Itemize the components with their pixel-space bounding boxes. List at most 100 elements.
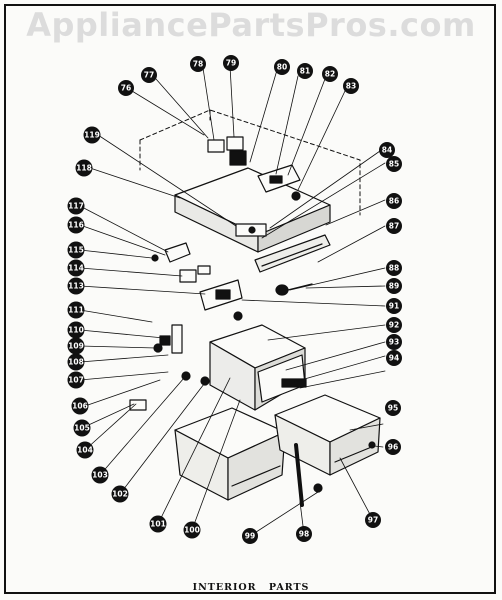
callout-83: 83 bbox=[343, 78, 359, 94]
svg-text:89: 89 bbox=[389, 282, 399, 291]
callout-106: 106 bbox=[71, 397, 89, 415]
svg-text:86: 86 bbox=[389, 197, 399, 206]
svg-text:100: 100 bbox=[184, 526, 200, 535]
svg-text:92: 92 bbox=[389, 321, 399, 330]
callout-115: 115 bbox=[67, 241, 85, 259]
svg-text:91: 91 bbox=[389, 302, 399, 311]
callout-79: 79 bbox=[223, 55, 239, 71]
svg-text:103: 103 bbox=[92, 471, 108, 480]
caption-word-parts: PARTS bbox=[268, 582, 310, 593]
svg-text:77: 77 bbox=[144, 71, 154, 80]
callout-118: 118 bbox=[75, 159, 93, 177]
svg-text:79: 79 bbox=[226, 59, 236, 68]
callout-107: 107 bbox=[67, 371, 85, 389]
callout-111: 111 bbox=[67, 301, 85, 319]
callout-100: 100 bbox=[183, 521, 201, 539]
caption-word-interior: INTERIOR bbox=[192, 582, 257, 593]
svg-text:76: 76 bbox=[121, 84, 131, 93]
svg-text:99: 99 bbox=[245, 532, 255, 541]
svg-text:110: 110 bbox=[68, 326, 84, 335]
right-crisper-pan-part bbox=[274, 394, 381, 476]
svg-text:101: 101 bbox=[150, 520, 166, 529]
svg-text:93: 93 bbox=[389, 338, 399, 347]
callout-76: 76 bbox=[118, 80, 134, 96]
callout-101: 101 bbox=[149, 515, 167, 533]
callout-97: 97 bbox=[365, 512, 381, 528]
callout-119: 119 bbox=[83, 126, 101, 144]
svg-text:109: 109 bbox=[68, 342, 84, 351]
callout-108: 108 bbox=[67, 353, 85, 371]
svg-text:83: 83 bbox=[346, 82, 356, 91]
svg-text:106: 106 bbox=[72, 402, 88, 411]
callout-81: 81 bbox=[297, 63, 313, 79]
svg-text:85: 85 bbox=[389, 160, 399, 169]
thermostat-bracket-part bbox=[199, 279, 243, 321]
callout-113: 113 bbox=[67, 277, 85, 295]
svg-text:119: 119 bbox=[84, 131, 100, 140]
svg-text:115: 115 bbox=[68, 246, 84, 255]
svg-text:108: 108 bbox=[68, 358, 84, 367]
callout-98: 98 bbox=[296, 526, 312, 542]
svg-text:102: 102 bbox=[112, 490, 128, 499]
svg-text:107: 107 bbox=[68, 376, 84, 385]
svg-text:104: 104 bbox=[77, 446, 93, 455]
callout-114: 114 bbox=[67, 259, 85, 277]
svg-text:113: 113 bbox=[68, 282, 84, 291]
svg-text:98: 98 bbox=[299, 530, 309, 539]
svg-text:88: 88 bbox=[389, 264, 399, 273]
callout-91: 91 bbox=[386, 298, 402, 314]
callout-89: 89 bbox=[386, 278, 402, 294]
svg-text:105: 105 bbox=[74, 424, 90, 433]
callout-96: 96 bbox=[385, 439, 401, 455]
svg-text:78: 78 bbox=[193, 60, 203, 69]
svg-text:82: 82 bbox=[325, 70, 335, 79]
watermark: AppliancePartsPros.com bbox=[26, 6, 476, 44]
svg-text:87: 87 bbox=[389, 222, 399, 231]
callout-102: 102 bbox=[111, 485, 129, 503]
callout-92: 92 bbox=[386, 317, 402, 333]
callout-99: 99 bbox=[242, 528, 258, 544]
callout-116: 116 bbox=[67, 216, 85, 234]
callout-104: 104 bbox=[76, 441, 94, 459]
svg-text:95: 95 bbox=[388, 404, 398, 413]
callout-109: 109 bbox=[67, 337, 85, 355]
callout-95: 95 bbox=[385, 400, 401, 416]
svg-text:81: 81 bbox=[300, 67, 310, 76]
callout-110: 110 bbox=[67, 321, 85, 339]
callout-86: 86 bbox=[386, 193, 402, 209]
svg-text:94: 94 bbox=[389, 354, 399, 363]
light-bulb-part bbox=[275, 283, 313, 296]
leader-lines bbox=[79, 65, 386, 537]
callout-105: 105 bbox=[73, 419, 91, 437]
left-crisper-pan-part bbox=[174, 407, 286, 501]
small-hardware-part bbox=[129, 324, 210, 411]
callout-82: 82 bbox=[322, 66, 338, 82]
callout-88: 88 bbox=[386, 260, 402, 276]
svg-text:111: 111 bbox=[68, 306, 84, 315]
control-housing-part bbox=[174, 167, 331, 253]
svg-text:116: 116 bbox=[68, 221, 84, 230]
svg-text:80: 80 bbox=[277, 63, 287, 72]
callout-87: 87 bbox=[386, 218, 402, 234]
shelf-strip-part bbox=[254, 234, 331, 273]
callout-80: 80 bbox=[274, 59, 290, 75]
svg-text:96: 96 bbox=[388, 443, 398, 452]
callout-117: 117 bbox=[67, 197, 85, 215]
diagram-caption: INTERIOR PARTS bbox=[0, 582, 502, 593]
callout-78: 78 bbox=[190, 56, 206, 72]
svg-text:97: 97 bbox=[368, 516, 378, 525]
svg-text:114: 114 bbox=[68, 264, 84, 273]
svg-text:117: 117 bbox=[68, 202, 84, 211]
cold-control-part bbox=[151, 242, 211, 283]
diagram-border bbox=[4, 4, 496, 594]
meat-keeper-drawer-part bbox=[209, 324, 307, 411]
switch-part bbox=[207, 136, 247, 166]
callout-103: 103 bbox=[91, 466, 109, 484]
callout-94: 94 bbox=[386, 350, 402, 366]
callout-93: 93 bbox=[386, 334, 402, 350]
callout-77: 77 bbox=[141, 67, 157, 83]
svg-text:84: 84 bbox=[382, 146, 392, 155]
callout-84: 84 bbox=[379, 142, 395, 158]
